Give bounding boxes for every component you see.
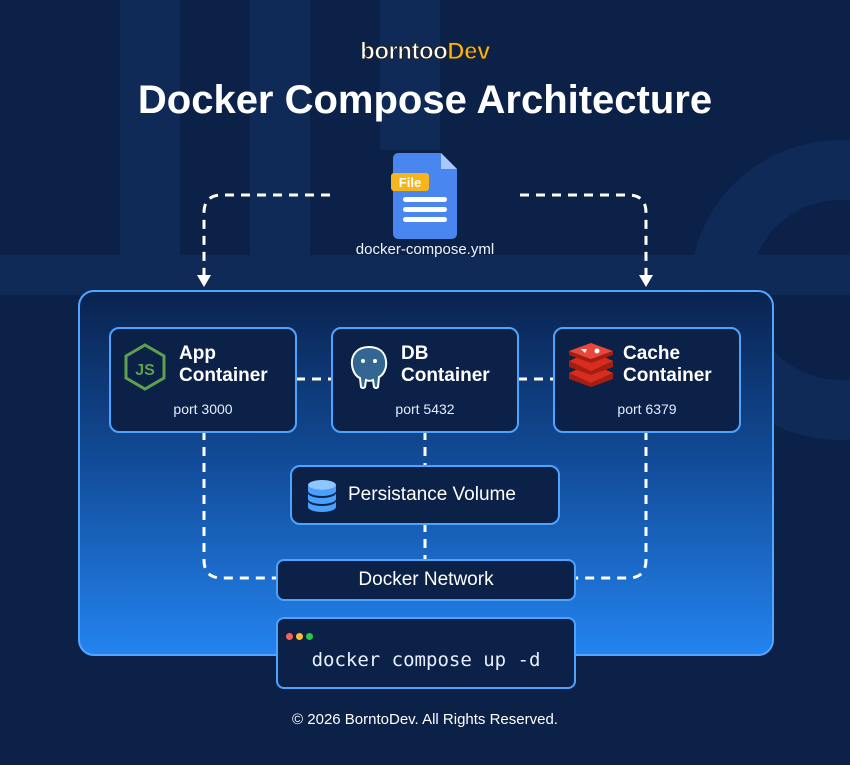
copyright-footer: © 2026 BorntoDev. All Rights Reserved. (292, 711, 558, 728)
database-icon (308, 480, 336, 512)
container-port: port 3000 (173, 401, 233, 417)
docker-network: Docker Network (276, 559, 576, 601)
minimize-dot-icon (296, 633, 303, 640)
container-name-line2: Container (623, 365, 712, 386)
brand-logo: borntooDev (0, 38, 850, 66)
logo-text-1: borntoo (360, 38, 449, 66)
container-name-line1: Cache (623, 343, 681, 364)
postgresql-icon (350, 345, 388, 389)
db-container: DB Container port 5432 (331, 327, 519, 433)
container-port: port 6379 (617, 401, 677, 417)
container-name-line2: Container (401, 365, 490, 386)
file-label: docker-compose.yml (355, 241, 495, 258)
logo-text-2: Dev (447, 38, 491, 66)
close-dot-icon (286, 633, 293, 640)
container-port: port 5432 (395, 401, 455, 417)
nodejs-icon: JS (124, 343, 166, 391)
maximize-dot-icon (306, 633, 313, 640)
svg-text:JS: JS (135, 362, 155, 379)
volume-label: Persistance Volume (348, 484, 516, 505)
container-name-line2: Container (179, 365, 268, 386)
persistence-volume: Persistance Volume (290, 465, 560, 525)
redis-icon (569, 343, 613, 387)
window-controls (286, 627, 316, 645)
container-name-line1: DB (401, 343, 429, 364)
terminal-window: docker compose up -d (276, 617, 576, 689)
file-icon: File (391, 153, 457, 239)
terminal-command: docker compose up -d (311, 649, 541, 671)
file-badge: File (399, 175, 421, 190)
cache-container: Cache Container port 6379 (553, 327, 741, 433)
container-name-line1: App (179, 343, 216, 364)
app-container: JS App Container port 3000 (109, 327, 297, 433)
container-name: App Container (179, 343, 268, 387)
container-name: DB Container (401, 343, 490, 387)
network-label: Docker Network (358, 569, 494, 590)
page-title: Docker Compose Architecture (137, 78, 713, 122)
container-name: Cache Container (623, 343, 712, 387)
